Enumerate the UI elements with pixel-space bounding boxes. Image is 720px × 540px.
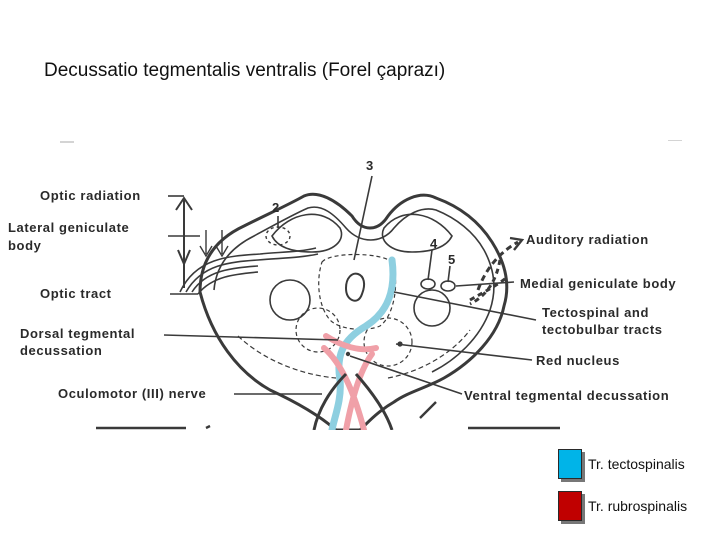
leader-lines <box>163 175 537 395</box>
medial-geniculate-oval-2 <box>440 280 456 292</box>
cerebral-aqueduct <box>344 272 366 302</box>
auditory-radiation-arrow <box>476 240 519 291</box>
superior-colliculus-left <box>271 213 343 253</box>
leader-5 <box>447 265 451 283</box>
optic-tract-fibres <box>179 247 319 295</box>
legend-label-tectospinalis: Tr. tectospinalis <box>588 456 685 472</box>
medial-geniculate-oval-1 <box>420 278 436 290</box>
leader-tectospinal <box>393 291 537 321</box>
midbrain-outline <box>198 192 509 430</box>
legend-item-tectospinalis: Tr. tectospinalis <box>558 448 685 480</box>
label-dorsal-tegmental-line1: Dorsal tegmental <box>20 326 135 341</box>
auditory-radiation-arrowhead <box>509 236 525 251</box>
leader-red-nucleus <box>395 343 533 361</box>
number-3: 3 <box>366 158 373 173</box>
legend-item-rubrospinalis: Tr. rubrospinalis <box>558 490 687 522</box>
legend-label-rubrospinalis: Tr. rubrospinalis <box>588 498 688 514</box>
lateral-nucleus-left <box>269 279 311 321</box>
label-tectospinal-line2: tectobulbar tracts <box>542 322 663 337</box>
leader-ventral-tegmental <box>349 355 463 395</box>
label-lateral-geniculate-line1: Lateral geniculate <box>8 220 129 235</box>
red-nucleus-marker <box>397 341 403 347</box>
number-5: 5 <box>448 252 455 267</box>
label-auditory-radiation: Auditory radiation <box>526 232 649 247</box>
optic-radiation-arrow <box>175 196 193 288</box>
slide-title: Decussatio tegmentalis ventralis (Forel … <box>44 60 446 81</box>
leader-dorsal-tegmental <box>163 334 339 341</box>
red-nucleus-right <box>363 317 413 367</box>
lateral-nucleus-right <box>413 289 451 327</box>
legend-swatch-rubrospinalis <box>558 491 582 521</box>
auditory-dashed-curve <box>469 259 507 306</box>
label-lateral-geniculate-line2: body <box>8 238 42 253</box>
cropped-bottom-text <box>96 401 560 430</box>
label-red-nucleus: Red nucleus <box>536 353 620 368</box>
red-nucleus-left <box>295 307 341 353</box>
decussation-marker <box>345 351 351 357</box>
label-optic-radiation: Optic radiation <box>40 188 141 203</box>
label-ventral-tegmental: Ventral tegmental decussation <box>464 388 669 403</box>
lateral-geniculate-arrows <box>199 230 229 258</box>
label-dorsal-tegmental-line2: decussation <box>20 343 102 358</box>
midbrain-diagram: Optic radiation Lateral geniculate body … <box>0 140 720 430</box>
label-oculomotor-nerve: Oculomotor (III) nerve <box>58 386 206 401</box>
label-tectospinal-line1: Tectospinal and <box>542 305 649 320</box>
superior-colliculus-right <box>381 213 453 253</box>
ventral-decussation-lines <box>312 372 394 430</box>
legend-swatch-tectospinalis <box>558 449 582 479</box>
number-2: 2 <box>272 200 279 215</box>
periaqueductal-gray <box>318 253 397 330</box>
label-medial-geniculate: Medial geniculate body <box>520 276 676 291</box>
midbrain-inner-outline <box>213 206 495 373</box>
substantia-nigra <box>237 329 471 379</box>
leader-3 <box>353 175 373 261</box>
leader-medial-geniculate <box>455 281 515 287</box>
label-optic-tract: Optic tract <box>40 286 112 301</box>
leader-4 <box>427 249 433 281</box>
midbrain-diagram-svg: Optic radiation Lateral geniculate body … <box>8 140 682 430</box>
number-4: 4 <box>430 236 438 251</box>
rubrospinal-tract <box>321 333 379 430</box>
